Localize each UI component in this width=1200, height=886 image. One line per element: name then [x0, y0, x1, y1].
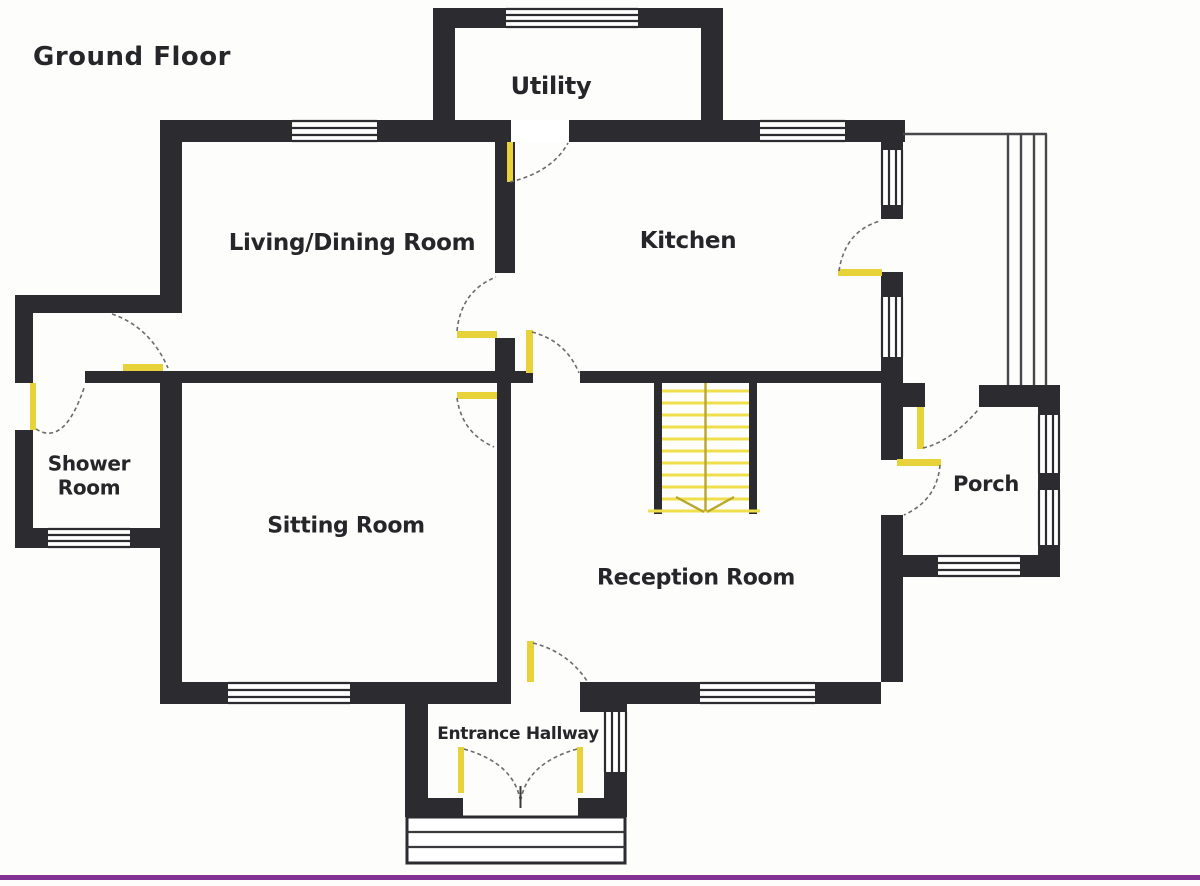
room-label-living-dining: Living/Dining Room [228, 230, 476, 256]
window-utility [506, 7, 638, 29]
door-arc-porch-inner [903, 464, 941, 516]
staircase [648, 383, 760, 514]
door-arc-kitchen-side [838, 220, 881, 272]
window-living [292, 119, 377, 143]
door-leaf-lobby [123, 364, 163, 371]
room-label-porch: Porch [952, 472, 1020, 496]
door-leaf-utility [507, 142, 513, 182]
window-hallway [603, 712, 628, 772]
door-leaf-sitting [457, 392, 497, 399]
door-arc-lobby [111, 313, 169, 369]
door-arc-sitting [456, 397, 495, 448]
room-label-kitchen: Kitchen [639, 228, 737, 254]
door-leaf-kitchen [526, 330, 533, 373]
door-leaf-front-right [577, 747, 583, 793]
door-arc-reception [532, 642, 588, 682]
door-arc-front-right [520, 748, 578, 800]
door-leaf-porch-inner [897, 459, 941, 466]
door-openings [511, 120, 569, 142]
window-kitchen-right-2 [880, 297, 904, 357]
window-sitting [228, 681, 350, 705]
window-porch-bottom [938, 554, 1020, 578]
window-kitchen-top [760, 119, 845, 143]
room-label-sitting: Sitting Room [267, 513, 425, 539]
door-arc-front-left [463, 748, 521, 800]
door-arc-porch-outer [922, 409, 979, 449]
window-shower [48, 527, 130, 549]
page-divider-line [0, 875, 1200, 880]
room-label-reception: Reception Room [597, 565, 795, 591]
window-kitchen-right-1 [880, 150, 904, 205]
window-porch-right-1 [1037, 415, 1061, 473]
side-glazing [903, 132, 1048, 385]
room-label-utility: Utility [510, 72, 592, 100]
windows [48, 7, 1061, 772]
stairs-arrow-left [675, 495, 705, 514]
door-leaf-shower [30, 383, 36, 430]
door-arc-living [456, 276, 497, 332]
door-leaf-kitchen-side [838, 269, 882, 276]
room-label-hallway: Entrance Hallway [437, 724, 599, 744]
window-porch-right-2 [1037, 490, 1061, 545]
door-leaf-front-left [458, 747, 464, 793]
doors [30, 142, 979, 808]
door-arc-shower [35, 387, 85, 434]
door-arc-utility [509, 142, 569, 183]
door-leaf-living [457, 331, 497, 338]
door-arc-kitchen [531, 331, 580, 374]
window-reception [700, 681, 815, 705]
stairs-arrow-right [706, 495, 735, 514]
page-title: Ground Floor [33, 42, 231, 72]
entrance-steps [405, 815, 627, 865]
room-label-shower: Shower Room [47, 451, 131, 499]
door-leaf-reception [527, 641, 534, 682]
door-leaf-porch-outer [917, 407, 924, 449]
